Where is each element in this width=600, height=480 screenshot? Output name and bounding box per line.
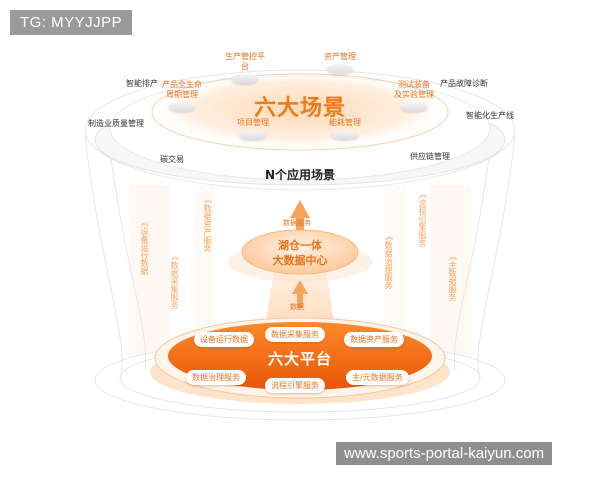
column-device-ops: ︽ 设备运行数据 <box>140 218 149 275</box>
column-govern: ︽ 数据治理服务 <box>384 232 393 289</box>
light-streaks <box>130 185 470 355</box>
platform-title: 六大平台 <box>267 350 332 368</box>
pill-collect: 数据采集服务 <box>265 327 325 342</box>
data-service-label: 数据服务 <box>283 219 311 227</box>
scene-asset: 资产管理 <box>320 52 360 74</box>
chevron-up-icon: ︽ <box>419 190 427 199</box>
label-smart-schedule: 智能排产 <box>126 79 158 88</box>
pill-process: 流程引擎服务 <box>265 378 325 393</box>
scene-test-equipment: 测试装备及实验管理 <box>394 80 434 112</box>
label-smart-line: 智能化生产线 <box>466 111 514 120</box>
column-master: ︽ 主数据服务 <box>448 252 457 301</box>
lake-warehouse: 湖仓一体 大数据中心 <box>272 239 328 267</box>
label-carbon: 碳交易 <box>160 155 184 164</box>
scene-energy: 能耗管理 <box>325 118 365 140</box>
column-asset-service: ︽ 数据资产服务 <box>203 195 212 252</box>
scenes-title: 六大场景 <box>253 96 346 121</box>
arrow-up-icon <box>290 200 310 218</box>
pill-master: 主/元数据服务 <box>346 370 409 385</box>
arrow-up-icon <box>292 280 308 294</box>
chevron-up-icon: ︽ <box>171 252 179 261</box>
pill-device: 设备运行数据 <box>194 332 254 347</box>
pill-asset: 数据资产服务 <box>344 332 404 347</box>
lake-graphic <box>228 200 372 330</box>
watermark-tag: TG: MYYJJPP <box>10 10 133 35</box>
label-quality: 制造业质量管理 <box>88 119 144 128</box>
pill-govern: 数据治理服务 <box>186 370 246 385</box>
chevron-up-icon: ︽ <box>385 232 393 241</box>
column-process: ︽ 流程引擎服务 <box>418 190 427 247</box>
column-collect: ︽ 数据采集服务 <box>170 252 179 309</box>
top-disk <box>94 70 506 186</box>
label-fault-diagnosis: 产品故障诊断 <box>440 79 488 88</box>
label-supply-chain: 供应链管理 <box>410 152 450 161</box>
n-scenes-label: N个应用场景 <box>264 168 336 182</box>
scene-production-platform: 生产管控平台 <box>225 52 265 84</box>
scene-project: 项目管理 <box>233 118 273 140</box>
chevron-up-icon: ︽ <box>204 195 212 204</box>
chevron-up-icon: ︽ <box>449 252 457 261</box>
chevron-up-icon: ︽ <box>141 218 149 227</box>
data-label: 数据 <box>290 303 304 311</box>
scene-lifecycle: 产品全生命周期管理 <box>162 80 202 112</box>
watermark-site: www.sports-portal-kaiyun.com <box>336 442 553 465</box>
